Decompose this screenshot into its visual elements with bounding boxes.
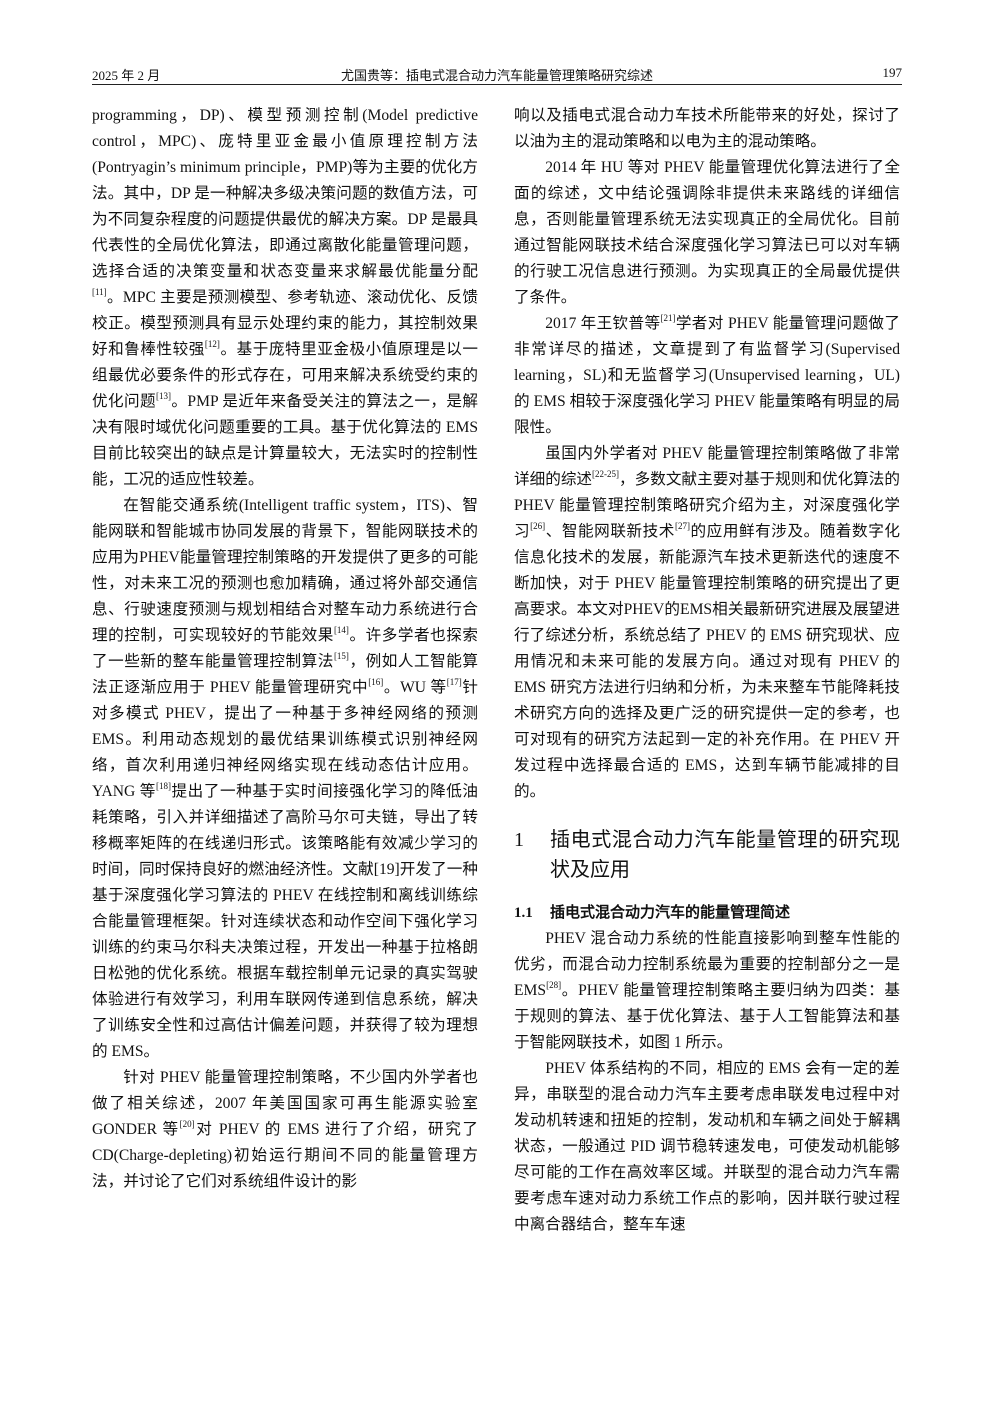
subsection-heading: 1.1 插电式混合动力汽车的能量管理简述 <box>514 899 900 926</box>
citation-ref: [27] <box>674 521 690 531</box>
section-title: 插电式混合动力汽车能量管理的研究现状及应用 <box>550 829 900 881</box>
issue-date: 2025 年 2 月 <box>92 68 161 83</box>
paragraph: PHEV 混合动力系统的性能直接影响到整车性能的优劣，而混合动力控制系统最为重要… <box>514 926 900 1056</box>
paragraph-text: 学者对 PHEV 能量管理问题做了非常详尽的描述，文章提到了有监督学习(Supe… <box>514 315 900 436</box>
paragraph-text: 。PMP 是近年来备受关注的算法之一，是解决有限时域优化问题重要的工具。基于优化… <box>92 393 478 488</box>
paragraph-text: 。MPC 主要是预测模型、参考轨迹、滚动优化、反馈校正。模型预测具有显示处理约束… <box>92 289 478 358</box>
citation-ref: [21] <box>660 313 676 323</box>
paragraph: 在智能交通系统(Intelligent traffic system，ITS)、… <box>92 493 478 1065</box>
citation-ref: [28] <box>546 980 562 990</box>
paragraph-text: 虽国内外学者对 PHEV 能量管理控制策略做了非常详细的综述 <box>514 445 900 488</box>
right-paragraphs: 响以及插电式混合动力车技术所能带来的好处，探讨了以油为主的混动策略和以电为主的混… <box>514 103 900 805</box>
paragraph-text: 。PHEV 能量管理控制策略主要归纳为四类：基于规则的算法、基于优化算法、基于人… <box>514 982 900 1051</box>
paragraph-text: 2017 年王钦普等 <box>545 315 661 332</box>
citation-ref: [26] <box>530 521 546 531</box>
paragraph-text: 对 PHEV 的 EMS 进行了介绍，研究了 CD(Charge-depleti… <box>92 1121 478 1190</box>
subsection-number: 1.1 <box>514 905 533 921</box>
citation-ref: [20] <box>179 1119 195 1129</box>
citation-ref: [22-25] <box>592 469 620 479</box>
paragraph-text: 。基于庞特里亚金极小值原理是以一组最优必要条件的形式存在，可用来解决系统受约束的… <box>92 341 478 410</box>
paragraph-text: 。WU 等 <box>383 679 447 696</box>
paragraph-text: 提出了一种基于实时间接强化学习的降低油耗策略，引入并详细描述了高阶马尔可夫链，导… <box>92 783 478 1060</box>
right-paragraphs-2: PHEV 混合动力系统的性能直接影响到整车性能的优劣，而混合动力控制系统最为重要… <box>514 926 900 1238</box>
subsection-title: 插电式混合动力汽车的能量管理简述 <box>549 903 790 921</box>
citation-ref: [17] <box>446 677 462 687</box>
paragraph-text: 在智能交通系统(Intelligent traffic system，ITS)、… <box>92 497 478 644</box>
running-title: 尤国贵等：插电式混合动力汽车能量管理策略研究综述 <box>340 68 653 83</box>
paragraph-text: ，例如人工智能算法正逐渐应用于 PHEV 能量管理研究中 <box>92 653 478 696</box>
citation-ref: [11] <box>92 287 107 297</box>
paragraph-text: PHEV 体系结构的不同，相应的 EMS 会有一定的差异，串联型的混合动力汽车主… <box>514 1060 900 1233</box>
paragraph-text: 、智能网联新技术 <box>545 523 675 540</box>
running-header: 2025 年 2 月 尤国贵等：插电式混合动力汽车能量管理策略研究综述 197 <box>92 62 902 85</box>
right-column: 响以及插电式混合动力车技术所能带来的好处，探讨了以油为主的混动策略和以电为主的混… <box>514 103 900 1238</box>
citation-ref: [16] <box>368 677 384 687</box>
paragraph: programming，DP)、模型预测控制(Model predictive … <box>92 103 478 493</box>
paragraph-text: 的应用鲜有涉及。随着数字化信息化技术的发展，新能源汽车技术更新迭代的速度不断加快… <box>514 523 900 800</box>
paragraph: 2014 年 HU 等对 PHEV 能量管理优化算法进行了全面的综述，文中结论强… <box>514 155 900 311</box>
paragraph-text: 响以及插电式混合动力车技术所能带来的好处，探讨了以油为主的混动策略和以电为主的混… <box>514 107 900 150</box>
citation-ref: [18] <box>155 781 171 791</box>
paragraph: 2017 年王钦普等[21]学者对 PHEV 能量管理问题做了非常详尽的描述，文… <box>514 311 900 441</box>
paragraph: 针对 PHEV 能量管理控制策略，不少国内外学者也做了相关综述，2007 年美国… <box>92 1065 478 1195</box>
paragraph-text: 针对多模式 PHEV，提出了一种基于多神经网络的预测 EMS。利用动态规划的最优… <box>92 679 478 800</box>
section-number: 1 <box>514 829 524 851</box>
paragraph-text: PHEV 混合动力系统的性能直接影响到整车性能的优劣，而混合动力控制系统最为重要… <box>514 930 900 999</box>
citation-ref: [13] <box>156 391 172 401</box>
paragraph: 响以及插电式混合动力车技术所能带来的好处，探讨了以油为主的混动策略和以电为主的混… <box>514 103 900 155</box>
citation-ref: [12] <box>204 339 220 349</box>
section-heading: 1 插电式混合动力汽车能量管理的研究现状及应用 <box>514 825 900 885</box>
paragraph-text: ，多数文献主要对基于规则和优化算法的 PHEV 能量管理控制策略研究介绍为主，对… <box>514 471 900 540</box>
citation-ref: [14] <box>333 625 349 635</box>
paragraph-text: programming，DP)、模型预测控制(Model predictive … <box>92 107 478 280</box>
paragraph-text: 2014 年 HU 等对 PHEV 能量管理优化算法进行了全面的综述，文中结论强… <box>514 159 900 306</box>
paragraph: PHEV 体系结构的不同，相应的 EMS 会有一定的差异，串联型的混合动力汽车主… <box>514 1056 900 1238</box>
page-number: 197 <box>882 65 903 80</box>
citation-ref: [15] <box>333 651 349 661</box>
paragraph: 虽国内外学者对 PHEV 能量管理控制策略做了非常详细的综述[22-25]，多数… <box>514 441 900 805</box>
left-column: programming，DP)、模型预测控制(Model predictive … <box>92 103 478 1195</box>
paragraph-text: 。许多学者也探索了一些新的整车能量管理控制算法 <box>92 627 478 670</box>
paragraph-text: 针对 PHEV 能量管理控制策略，不少国内外学者也做了相关综述，2007 年美国… <box>92 1069 478 1138</box>
